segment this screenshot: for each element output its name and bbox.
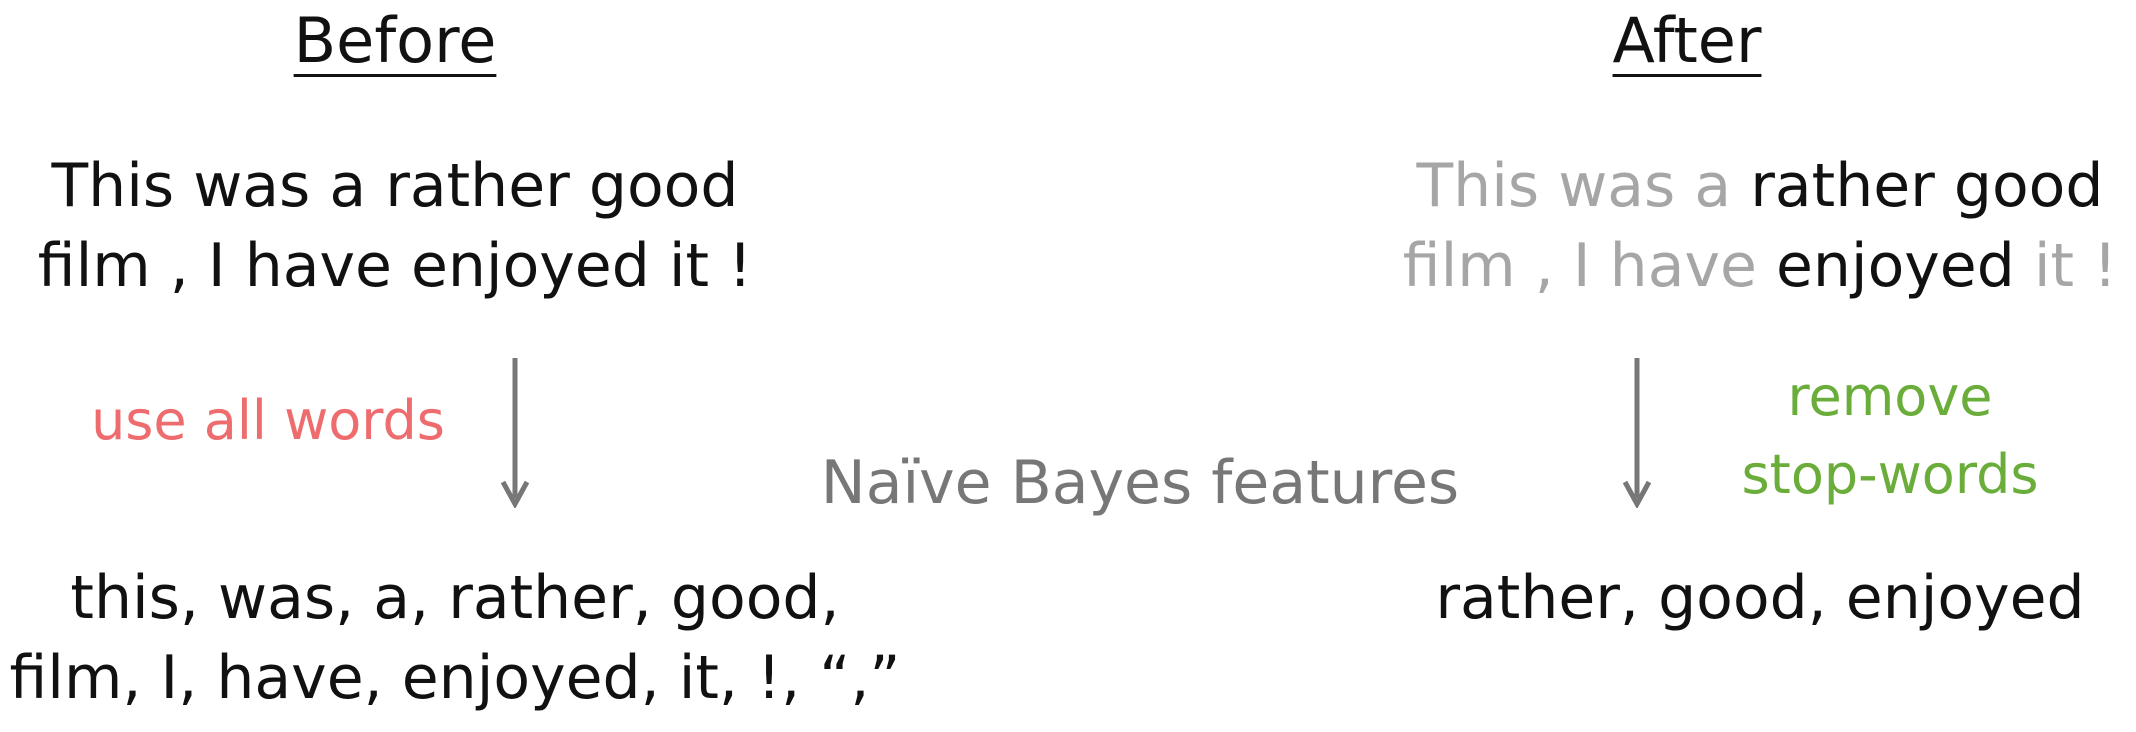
before-features-line-1: this, was, a, rather, good, [70,563,840,633]
kept-word-span: rather good [1750,151,2104,221]
after-heading: After [1612,4,1762,77]
before-sentence-line-2: film , I have enjoyed it ! [37,231,753,301]
remove-stop-words-label: remove stop-words [1742,358,2039,514]
after-features: rather, good, enjoyed [1435,563,2085,633]
after-sentence-line-1: This was a rather good [1403,146,2117,226]
use-all-words-label: use all words [91,389,445,452]
before-sentence-line-1: This was a rather good [51,151,739,221]
before-features-line-2: film, I, have, enjoyed, it, !, “,” [9,643,901,713]
after-sentence: This was a rather good film , I have enj… [1403,146,2117,306]
stop-word-span: This was a [1416,151,1751,221]
remove-label-line-1: remove [1787,365,1993,428]
after-sentence-line-2: film , I have enjoyed it ! [1403,226,2117,306]
before-heading: Before [293,4,497,77]
before-sentence: This was a rather good film , I have enj… [38,146,752,306]
stop-word-span: film , I have [1402,231,1776,301]
remove-label-line-2: stop-words [1741,443,2039,506]
before-features: this, was, a, rather, good, film, I, hav… [9,558,900,718]
center-title: Naïve Bayes features [820,448,1460,518]
kept-word-span: enjoyed [1775,231,2015,301]
arrow-down-icon [1622,358,1652,508]
stop-word-span: it ! [2014,231,2118,301]
arrow-down-icon [500,358,530,508]
